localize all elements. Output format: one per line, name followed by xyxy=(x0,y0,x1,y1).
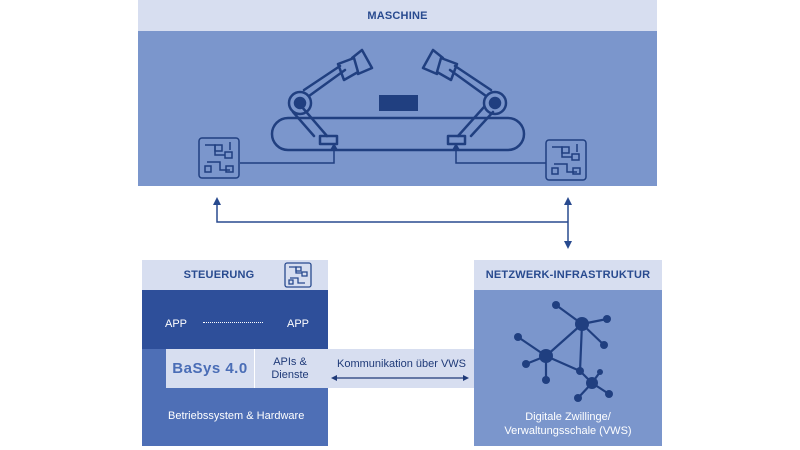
network-caption-line-1: Digitale Zwillinge/ xyxy=(525,411,611,423)
app-label-right: APP xyxy=(287,318,310,330)
conveyor-belt-icon xyxy=(270,116,526,152)
apis-label: APIs & Dienste xyxy=(256,352,324,385)
communication-label: Kommunikation über VWS xyxy=(337,358,466,370)
communication-arrow xyxy=(331,375,469,381)
network-panel xyxy=(474,290,662,446)
app-layer xyxy=(142,290,328,349)
control-title: STEUERUNG xyxy=(183,269,255,281)
apis-line-2: Dienste xyxy=(271,368,309,381)
basys-logo: BaSys 4.0 xyxy=(166,349,254,388)
basys-divider xyxy=(254,349,255,388)
network-title: NETZWERK-INFRASTRUKTUR xyxy=(485,269,651,281)
robot-arm-icon xyxy=(421,48,508,138)
basys-logo-text: BaSys 4.0 xyxy=(172,360,248,377)
communication-band xyxy=(166,349,493,388)
network-header: NETZWERK-INFRASTRUKTUR xyxy=(474,260,662,290)
workpiece-box xyxy=(379,95,418,111)
app-dots xyxy=(203,322,263,323)
apis-line-1: APIs & xyxy=(273,355,307,368)
network-caption: Digitale Zwillinge/ Verwaltungsschale (V… xyxy=(474,410,662,438)
app-label-left: APP xyxy=(165,318,188,330)
network-caption-line-2: Verwaltungsschale (VWS) xyxy=(504,425,632,437)
machine-title: MASCHINE xyxy=(367,9,428,22)
circuit-board-icon xyxy=(198,137,240,179)
os-label: Betriebssystem & Hardware xyxy=(168,410,305,422)
robot-arm-icon xyxy=(287,48,374,138)
control-header: STEUERUNG xyxy=(142,260,328,290)
connector-lines xyxy=(213,197,572,249)
circuit-board-icon xyxy=(545,139,587,181)
machine-header: MASCHINE xyxy=(138,0,657,31)
circuit-board-icon xyxy=(284,262,312,288)
